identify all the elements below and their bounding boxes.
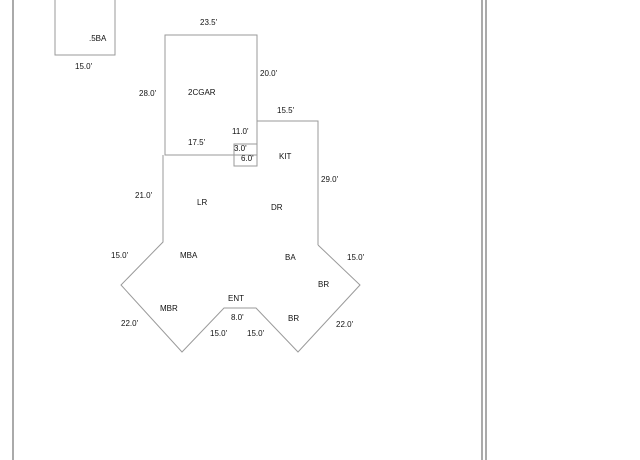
dimension-closet-width: 3.0' [234, 144, 247, 153]
room-label-half-bath: .5BA [89, 34, 107, 43]
dimension-garage-right: 20.0' [260, 69, 278, 78]
dimension-entry-width: 8.0' [231, 313, 244, 322]
room-label-master-bedroom: MBR [160, 304, 178, 313]
dimension-garage-bottom: 17.5' [188, 138, 206, 147]
dimension-garage-depth: 28.0' [139, 89, 157, 98]
dimension-right-wing-side: 15.0' [347, 253, 365, 262]
dimension-kitchen-width: 15.5' [277, 106, 295, 115]
dimension-living-depth: 21.0' [135, 191, 153, 200]
dimension-garage-width: 23.5' [200, 18, 218, 27]
dimension-entry-right: 15.0' [247, 329, 265, 338]
half-bath-outline [54, 0, 116, 56]
dimension-entry-left: 15.0' [210, 329, 228, 338]
room-label-bedroom-upper: BR [318, 280, 329, 289]
room-label-bath: BA [285, 253, 296, 262]
dimension-half-bath-width: 15.0' [75, 62, 93, 71]
kitchen-outline [257, 120, 319, 245]
room-label-master-bath: MBA [180, 251, 198, 260]
dimension-left-wing-lower: 22.0' [121, 319, 139, 328]
dimension-left-wing-side: 15.0' [111, 251, 129, 260]
dimension-closet-depth: 6.0' [241, 154, 254, 163]
room-label-entry: ENT [228, 294, 244, 303]
room-label-kitchen: KIT [279, 152, 292, 161]
room-label-dining-room: DR [271, 203, 283, 212]
garage-outline [164, 34, 258, 156]
house-outline [120, 155, 361, 353]
room-label-garage: 2CGAR [188, 88, 216, 97]
dimension-kitchen-depth: 29.0' [321, 175, 339, 184]
closet-outline [233, 143, 258, 167]
dimension-right-wing-lower: 22.0' [336, 320, 354, 329]
room-label-bedroom-lower: BR [288, 314, 299, 323]
room-label-living-room: LR [197, 198, 207, 207]
dimension-notch-top: 11.0' [232, 127, 249, 136]
